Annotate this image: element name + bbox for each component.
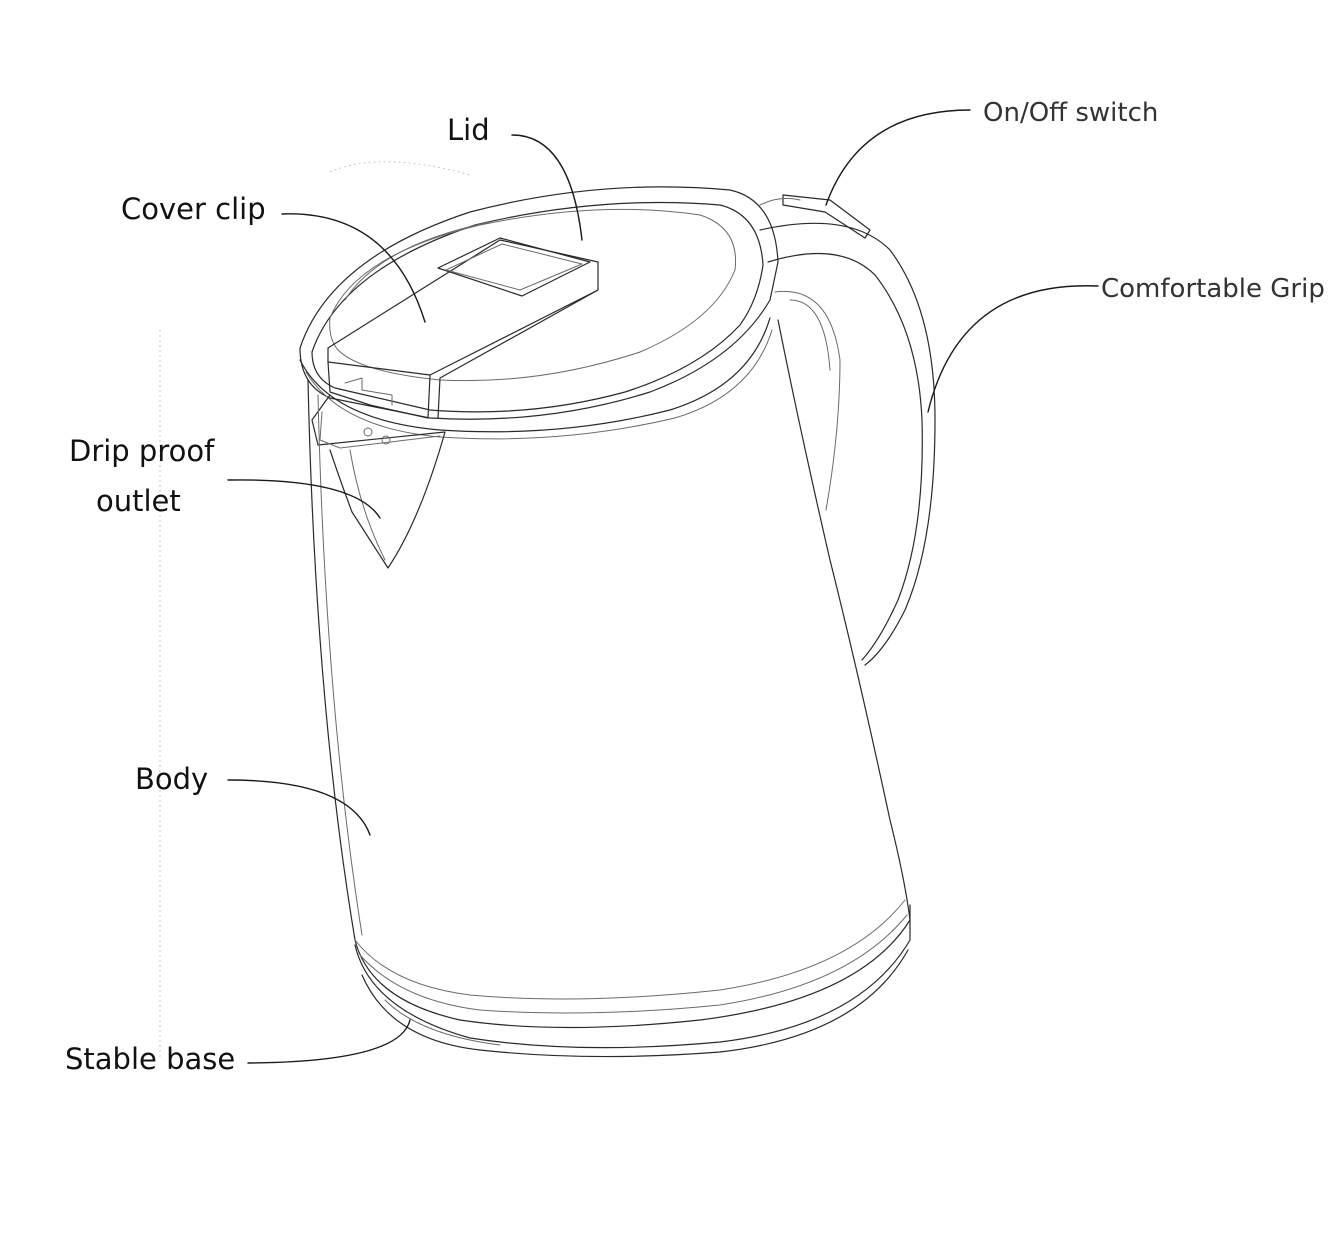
kettle-lid (299, 186, 779, 440)
part-labels: Lid Cover clip On/Off switch Comfortable… (65, 98, 1325, 1076)
label-comfortable-grip: Comfortable Grip (1101, 274, 1325, 304)
on-off-switch (782, 194, 871, 239)
leader-drip-proof-outlet (227, 479, 381, 519)
construction-mark (329, 161, 471, 176)
leader-lid (511, 134, 583, 241)
drip-proof-outlet (311, 394, 446, 569)
label-drip-proof-line1: Drip proof (69, 434, 215, 468)
leader-body (227, 779, 371, 836)
label-stable-base: Stable base (65, 1042, 235, 1076)
leader-comfortable-grip (927, 285, 1099, 413)
label-drip-proof-line2: outlet (96, 484, 181, 518)
leader-cover-clip (281, 213, 426, 323)
label-body: Body (135, 762, 208, 796)
cover-clip (327, 237, 599, 419)
kettle-illustration (159, 161, 936, 1060)
label-cover-clip: Cover clip (121, 192, 266, 226)
kettle-body (307, 319, 911, 1029)
leader-lines (227, 109, 1099, 1064)
kettle-handle (759, 194, 936, 666)
leader-on-off-switch (825, 109, 971, 206)
leader-stable-base (247, 1019, 411, 1064)
label-lid: Lid (447, 113, 490, 147)
label-on-off-switch: On/Off switch (983, 98, 1158, 128)
kettle-base (354, 904, 911, 1058)
